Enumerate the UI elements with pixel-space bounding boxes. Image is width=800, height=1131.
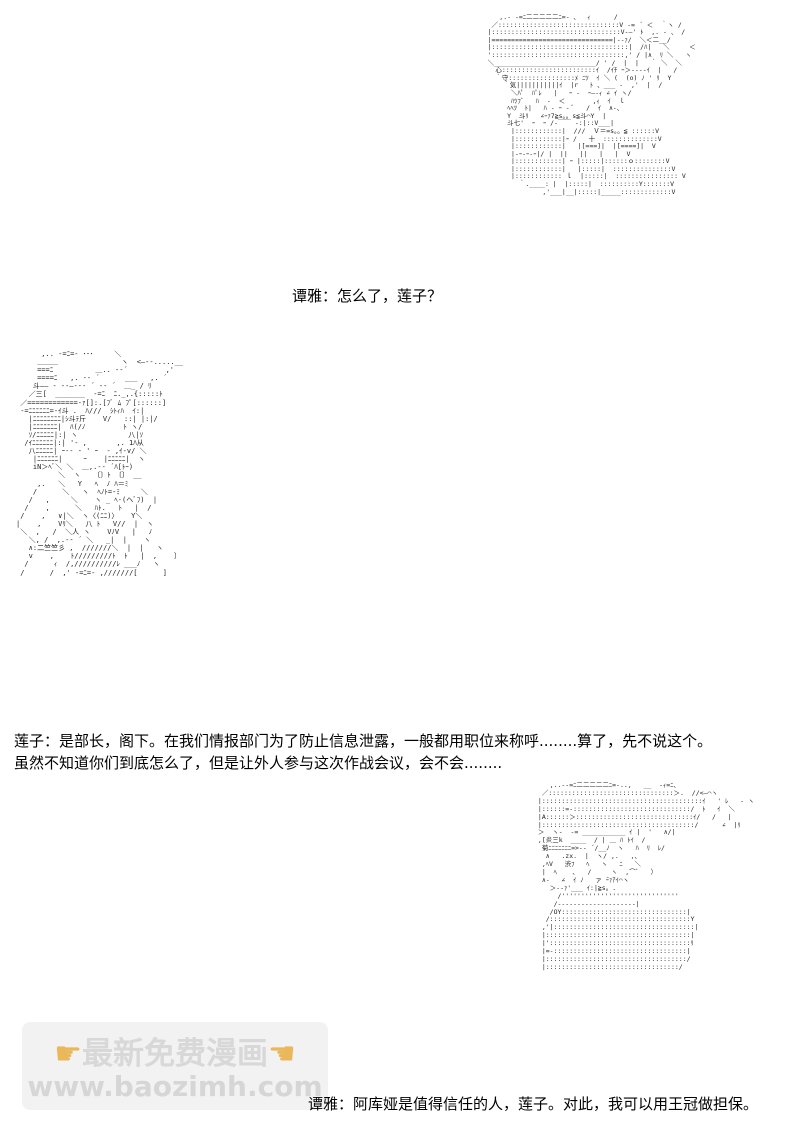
dialogue-line-renko-1: 莲子：是部长，阁下。在我们情报部门为了防止信息泄露，一般都用职位来称呼.....…	[14, 732, 713, 750]
watermark: ☛最新免费漫画☚ www.baozimh.com	[22, 1022, 328, 1110]
ascii-art-tanya-bottom: ,..-‐=ﾆ二二二二二ﾆ=-.., __ -ｨ=ﾆ、 ／:::::::::::…	[537, 782, 755, 971]
dialogue-line-tanya-2: 谭雅：阿库娅是值得信任的人，莲子。对此，我可以用王冠做担保。	[308, 1095, 759, 1113]
pointing-hand-icon: ☛	[54, 1036, 82, 1072]
watermark-title: 最新免费漫画	[82, 1036, 268, 1072]
dialogue-line-renko-2: 虽然不知道你们到底怎么了，但是让外人参与这次作战会议，会不会........	[14, 754, 503, 772]
pointing-hand-icon: ☚	[268, 1036, 296, 1072]
dialogue-line-tanya-1: 谭雅：怎么了，莲子？	[292, 287, 443, 305]
ascii-art-tanya-top: ,.- ‐=ﾆ二二二二二ﾆ=- ､ ｨ / ／:::::::::::::::::…	[487, 14, 696, 196]
watermark-url: www.baozimh.com	[27, 1070, 323, 1103]
watermark-title-row: ☛最新免费漫画☚	[22, 1028, 328, 1073]
ascii-art-renko: ,.. ‐=ﾆ=- ･･･ ＼ ＿＿＿ ヽ <―--.....__ ===ﾆ ＿…	[16, 350, 184, 577]
